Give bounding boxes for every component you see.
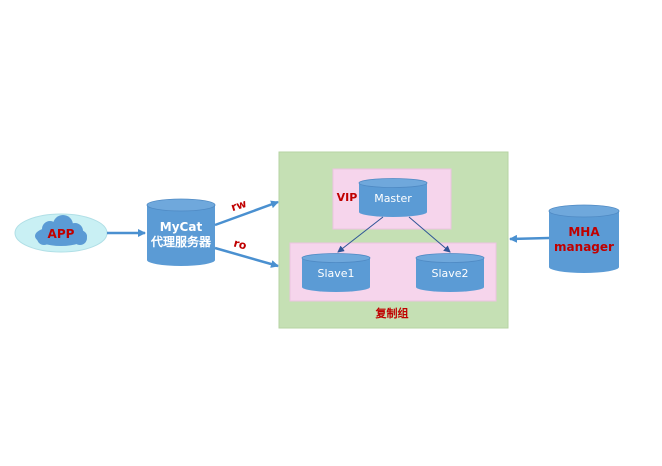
database-cylinder-icon <box>146 198 216 266</box>
mha-to-group-arrow <box>509 234 550 243</box>
app-label: APP <box>48 227 75 241</box>
slave1-label: Slave1 <box>317 267 354 280</box>
database-cylinder-icon <box>548 204 620 218</box>
mycat-label: MyCat <box>160 220 203 234</box>
ro-arrow <box>214 246 279 268</box>
master-to-slave1-arrow <box>337 216 384 253</box>
app-node[interactable]: APP <box>14 213 108 253</box>
rw-label: rw <box>229 197 248 214</box>
ro-label: ro <box>232 237 248 253</box>
master-label: Master <box>374 192 412 205</box>
mha-manager-node[interactable]: MHA manager <box>548 204 620 273</box>
database-cylinder-icon <box>301 253 371 263</box>
database-cylinder-icon <box>415 253 485 263</box>
slave1-node[interactable]: Slave1 <box>301 253 371 293</box>
cloud-icon <box>35 215 87 246</box>
group-label: 复制组 <box>375 306 409 320</box>
slave2-node[interactable]: Slave2 <box>415 253 485 293</box>
master-node[interactable]: Master <box>358 178 428 218</box>
mha-label: MHA <box>568 225 600 239</box>
mycat-sublabel: 代理服务器 <box>150 234 212 249</box>
mycat-node[interactable]: MyCat 代理服务器 <box>146 198 216 266</box>
rw-arrow <box>214 200 279 227</box>
master-to-slave2-arrow <box>408 216 451 253</box>
vip-label: VIP <box>337 191 358 204</box>
slave2-label: Slave2 <box>431 267 468 280</box>
database-cylinder-icon <box>358 178 428 188</box>
mha-sublabel: manager <box>554 240 614 254</box>
